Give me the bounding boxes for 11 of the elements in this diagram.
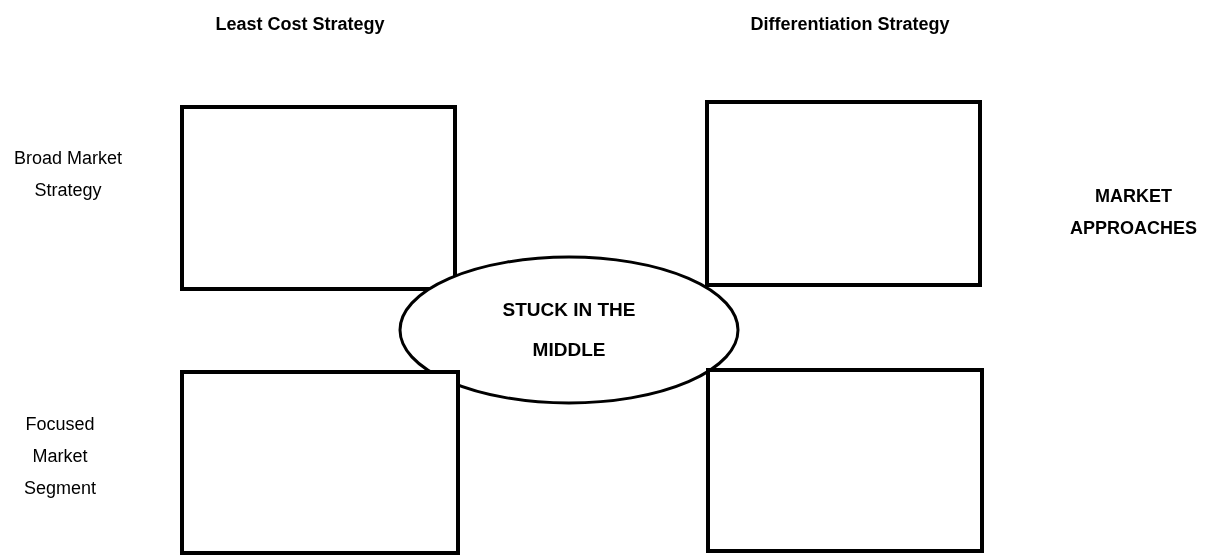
row-label: Focused Market Segment <box>22 413 97 500</box>
row-label: Broad Market Strategy <box>12 147 123 202</box>
empty-box <box>180 105 457 291</box>
ellipse-node <box>398 255 740 405</box>
empty-box <box>705 100 982 287</box>
column-heading: Least Cost Strategy <box>214 13 386 36</box>
column-heading: MARKET APPROACHES <box>1069 185 1198 240</box>
column-heading: Differentiation Strategy <box>750 13 950 36</box>
empty-box <box>706 368 984 553</box>
node-text: STUCK IN THE MIDDLE <box>501 298 637 362</box>
empty-box <box>180 370 460 555</box>
